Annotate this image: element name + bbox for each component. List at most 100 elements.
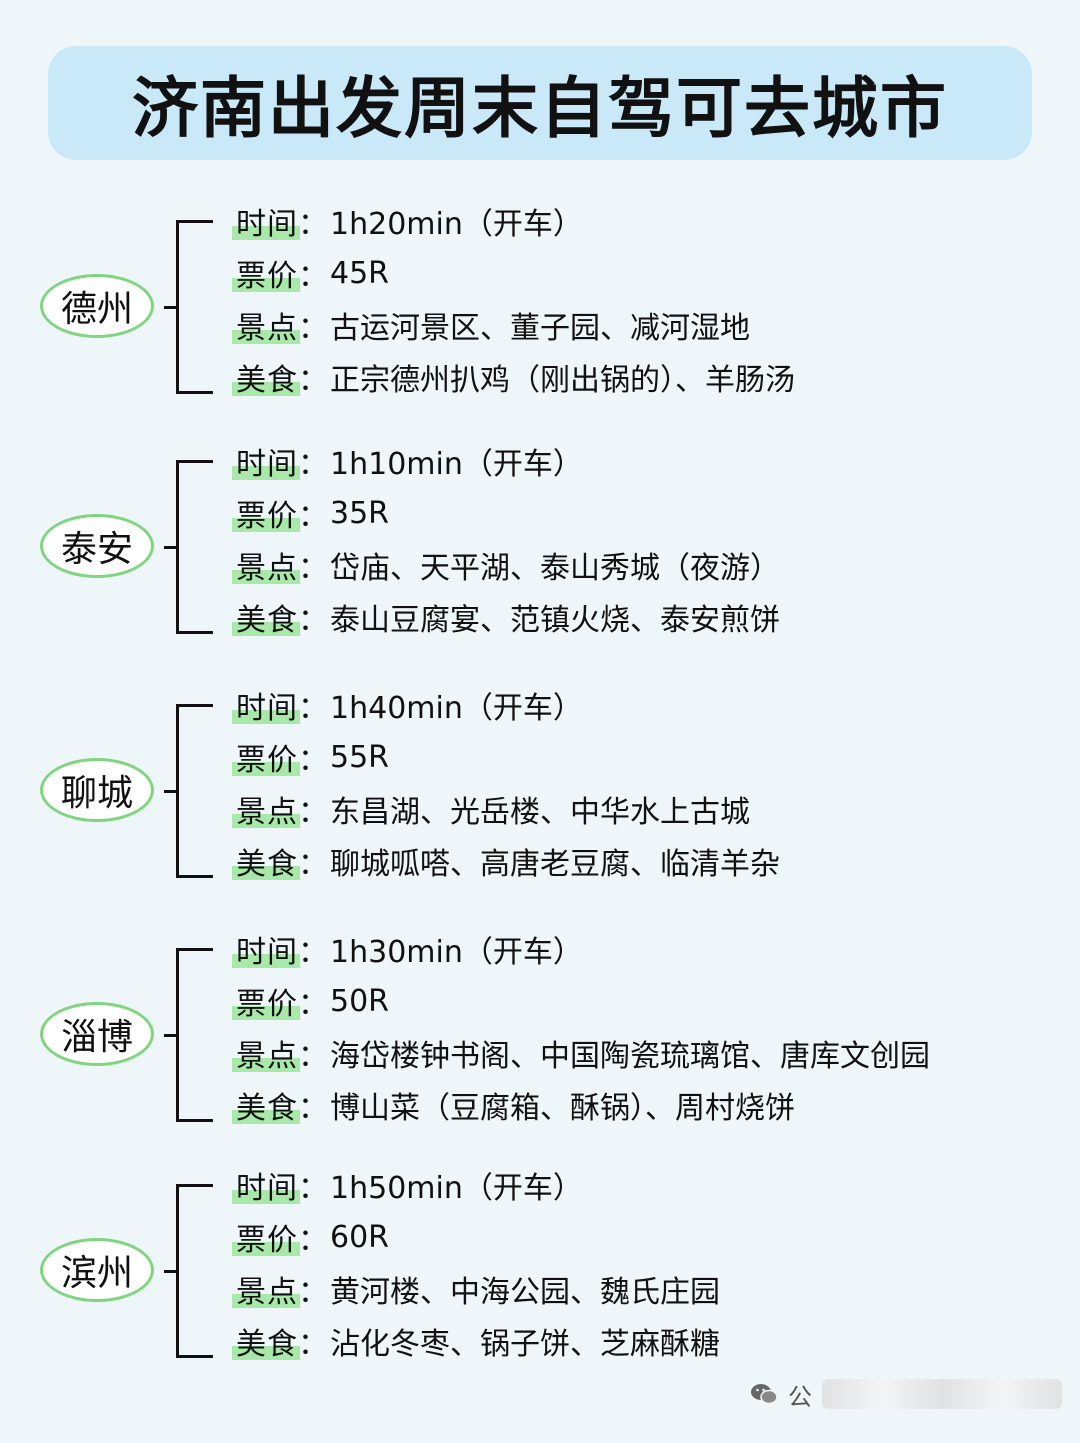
- label-colon: ：: [298, 603, 328, 638]
- row-value: 博山菜（豆腐箱、酥锅）、周村烧饼: [330, 1091, 795, 1126]
- label-highlight: 景点: [236, 303, 298, 347]
- city-name-badge: 聊城: [40, 758, 154, 822]
- info-row-price: 票价：35R: [236, 491, 389, 535]
- info-row-food: 美食：沾化冬枣、锅子饼、芝麻酥糖: [236, 1319, 720, 1363]
- label-colon: ：: [298, 207, 328, 242]
- label-colon: ：: [298, 551, 328, 586]
- info-row-food: 美食：泰山豆腐宴、范镇火烧、泰安煎饼: [236, 595, 780, 639]
- row-label: 美食: [236, 603, 298, 638]
- row-value: 1h40min（开车）: [330, 691, 583, 726]
- label-colon: ：: [298, 1327, 328, 1362]
- info-row-time: 时间：1h40min（开车）: [236, 683, 583, 727]
- label-colon: ：: [298, 847, 328, 882]
- row-label: 美食: [236, 1327, 298, 1362]
- row-value: 1h10min（开车）: [330, 447, 583, 482]
- row-label: 票价: [236, 499, 298, 534]
- row-value: 1h50min（开车）: [330, 1171, 583, 1206]
- row-value: 35R: [330, 495, 390, 531]
- row-label: 景点: [236, 795, 298, 830]
- row-label: 时间: [236, 207, 298, 242]
- label-highlight: 票价: [236, 979, 298, 1023]
- label-colon: ：: [298, 259, 328, 294]
- row-value: 古运河景区、董子园、减河湿地: [330, 311, 750, 346]
- bracket-connector: [164, 1270, 178, 1273]
- row-value: 45R: [330, 255, 390, 291]
- watermark-blur: [822, 1379, 1062, 1409]
- watermark-text: 公: [788, 1382, 812, 1411]
- row-label: 时间: [236, 691, 298, 726]
- row-label: 景点: [236, 311, 298, 346]
- row-value: 黄河楼、中海公园、魏氏庄园: [330, 1275, 720, 1310]
- row-label: 票价: [236, 1223, 298, 1258]
- row-label: 景点: [236, 551, 298, 586]
- label-colon: ：: [298, 691, 328, 726]
- label-highlight: 时间: [236, 1163, 298, 1207]
- row-label: 美食: [236, 363, 298, 398]
- label-highlight: 景点: [236, 1031, 298, 1075]
- label-colon: ：: [298, 795, 328, 830]
- label-highlight: 景点: [236, 1267, 298, 1311]
- info-row-price: 票价：50R: [236, 979, 389, 1023]
- row-value: 沾化冬枣、锅子饼、芝麻酥糖: [330, 1327, 720, 1362]
- info-row-food: 美食：正宗德州扒鸡（刚出锅的）、羊肠汤: [236, 355, 795, 399]
- row-value: 聊城呱嗒、高唐老豆腐、临清羊杂: [330, 847, 780, 882]
- label-colon: ：: [298, 935, 328, 970]
- city-name-badge: 淄博: [40, 1002, 154, 1066]
- bracket-connector: [164, 546, 178, 549]
- label-highlight: 时间: [236, 927, 298, 971]
- bracket: [176, 704, 213, 878]
- bracket: [176, 460, 213, 634]
- row-value: 1h30min（开车）: [330, 935, 583, 970]
- label-highlight: 美食: [236, 839, 298, 883]
- label-colon: ：: [298, 499, 328, 534]
- row-value: 正宗德州扒鸡（刚出锅的）、羊肠汤: [330, 363, 795, 398]
- info-row-sights: 景点：东昌湖、光岳楼、中华水上古城: [236, 787, 750, 831]
- label-colon: ：: [298, 743, 328, 778]
- info-row-sights: 景点：古运河景区、董子园、减河湿地: [236, 303, 750, 347]
- wechat-icon: [751, 1384, 778, 1405]
- row-value: 岱庙、天平湖、泰山秀城（夜游）: [330, 551, 780, 586]
- info-row-price: 票价：60R: [236, 1215, 389, 1259]
- row-label: 票价: [236, 987, 298, 1022]
- label-highlight: 景点: [236, 543, 298, 587]
- info-row-food: 美食：博山菜（豆腐箱、酥锅）、周村烧饼: [236, 1083, 795, 1127]
- row-label: 时间: [236, 935, 298, 970]
- city-name-badge: 德州: [40, 274, 154, 338]
- row-value: 泰山豆腐宴、范镇火烧、泰安煎饼: [330, 603, 780, 638]
- row-value: 50R: [330, 983, 390, 1019]
- title-banner: 济南出发周末自驾可去城市: [48, 46, 1032, 160]
- bracket: [176, 948, 213, 1122]
- label-highlight: 美食: [236, 1319, 298, 1363]
- label-highlight: 时间: [236, 683, 298, 727]
- info-row-time: 时间：1h30min（开车）: [236, 927, 583, 971]
- label-colon: ：: [298, 1091, 328, 1126]
- row-label: 景点: [236, 1275, 298, 1310]
- row-label: 票价: [236, 743, 298, 778]
- row-value: 1h20min（开车）: [330, 207, 583, 242]
- label-colon: ：: [298, 1275, 328, 1310]
- bracket-connector: [164, 306, 178, 309]
- label-highlight: 时间: [236, 439, 298, 483]
- info-row-price: 票价：45R: [236, 251, 389, 295]
- info-row-sights: 景点：黄河楼、中海公园、魏氏庄园: [236, 1267, 720, 1311]
- label-highlight: 票价: [236, 735, 298, 779]
- row-value: 东昌湖、光岳楼、中华水上古城: [330, 795, 750, 830]
- row-label: 时间: [236, 1171, 298, 1206]
- row-value: 60R: [330, 1219, 390, 1255]
- bracket: [176, 220, 213, 394]
- info-row-time: 时间：1h20min（开车）: [236, 199, 583, 243]
- label-highlight: 美食: [236, 595, 298, 639]
- info-row-price: 票价：55R: [236, 735, 389, 779]
- row-label: 美食: [236, 1091, 298, 1126]
- city-name-badge: 泰安: [40, 514, 154, 578]
- label-highlight: 美食: [236, 1083, 298, 1127]
- info-row-sights: 景点：岱庙、天平湖、泰山秀城（夜游）: [236, 543, 780, 587]
- label-colon: ：: [298, 447, 328, 482]
- bracket: [176, 1184, 213, 1358]
- info-row-sights: 景点：海岱楼钟书阁、中国陶瓷琉璃馆、唐库文创园: [236, 1031, 930, 1075]
- watermark: 公: [750, 1372, 1062, 1416]
